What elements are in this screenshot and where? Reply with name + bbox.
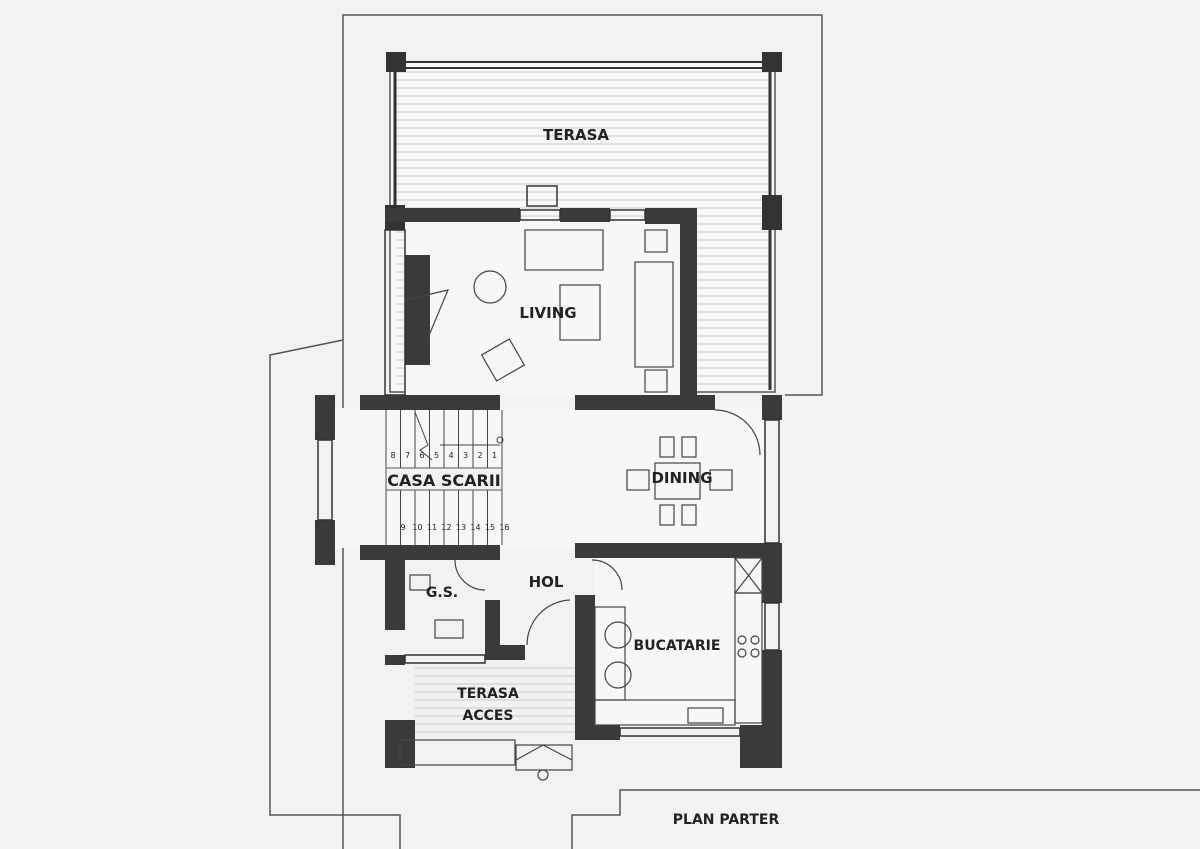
living-floor bbox=[405, 222, 680, 397]
stair-start-icon bbox=[496, 436, 504, 444]
dining-table-icon bbox=[654, 462, 701, 500]
stair-break-icon bbox=[414, 411, 433, 461]
sofa-icon bbox=[524, 229, 604, 271]
stair-number: 5 bbox=[434, 451, 439, 460]
stair-number: 6 bbox=[419, 451, 424, 460]
label-bucatarie: BUCATARIE bbox=[634, 638, 721, 654]
entry-steps-icon bbox=[515, 744, 573, 771]
stair-number: 15 bbox=[485, 523, 495, 532]
armchair-icon-2 bbox=[480, 338, 526, 382]
stair-number: 12 bbox=[441, 523, 451, 532]
toilet-icon bbox=[409, 574, 431, 591]
stair-landing bbox=[385, 467, 503, 491]
stair-number: 13 bbox=[456, 523, 466, 532]
label-casa-scarii: CASA SCARII bbox=[387, 471, 500, 490]
label-hol: HOL bbox=[529, 573, 564, 591]
stair-number: 9 bbox=[400, 523, 405, 532]
bar-stool-icon bbox=[604, 621, 632, 649]
coffee-table-icon bbox=[559, 284, 601, 341]
stair-number: 2 bbox=[477, 451, 482, 460]
sofa-icon-2 bbox=[634, 261, 674, 368]
lamp-table-icon-2 bbox=[644, 369, 668, 393]
site-outline bbox=[342, 14, 823, 849]
label-terasa: TERASA bbox=[543, 126, 609, 144]
counter-icon bbox=[734, 592, 763, 724]
stair-number: 11 bbox=[427, 523, 437, 532]
site-outline-bottom bbox=[571, 789, 1200, 849]
label-gs: G.S. bbox=[426, 585, 458, 601]
site-outline-left bbox=[269, 339, 401, 849]
lamp-table-icon bbox=[644, 229, 668, 253]
furniture bbox=[399, 229, 763, 781]
armchair-icon bbox=[473, 270, 507, 304]
stair-number: 7 bbox=[405, 451, 410, 460]
label-living: LIVING bbox=[519, 304, 576, 322]
stair-number: 4 bbox=[448, 451, 453, 460]
sink-icon bbox=[687, 707, 724, 724]
label-dining: DINING bbox=[651, 469, 712, 487]
windows bbox=[317, 185, 780, 737]
label-terasa-acces-2: ACCES bbox=[462, 708, 513, 724]
stair-number: 8 bbox=[390, 451, 395, 460]
stair-number: 10 bbox=[412, 523, 422, 532]
stair-number: 1 bbox=[492, 451, 497, 460]
label-terasa-acces-1: TERASA bbox=[457, 686, 519, 702]
terrace-acces-deck bbox=[415, 667, 575, 733]
tv-icon bbox=[404, 289, 450, 346]
stair-number: 3 bbox=[463, 451, 468, 460]
washbasin-icon bbox=[434, 619, 464, 639]
plan-title: PLAN PARTER bbox=[673, 812, 780, 828]
door-swing-icon bbox=[454, 559, 486, 591]
stair-number: 16 bbox=[499, 523, 509, 532]
stair-number: 14 bbox=[470, 523, 480, 532]
